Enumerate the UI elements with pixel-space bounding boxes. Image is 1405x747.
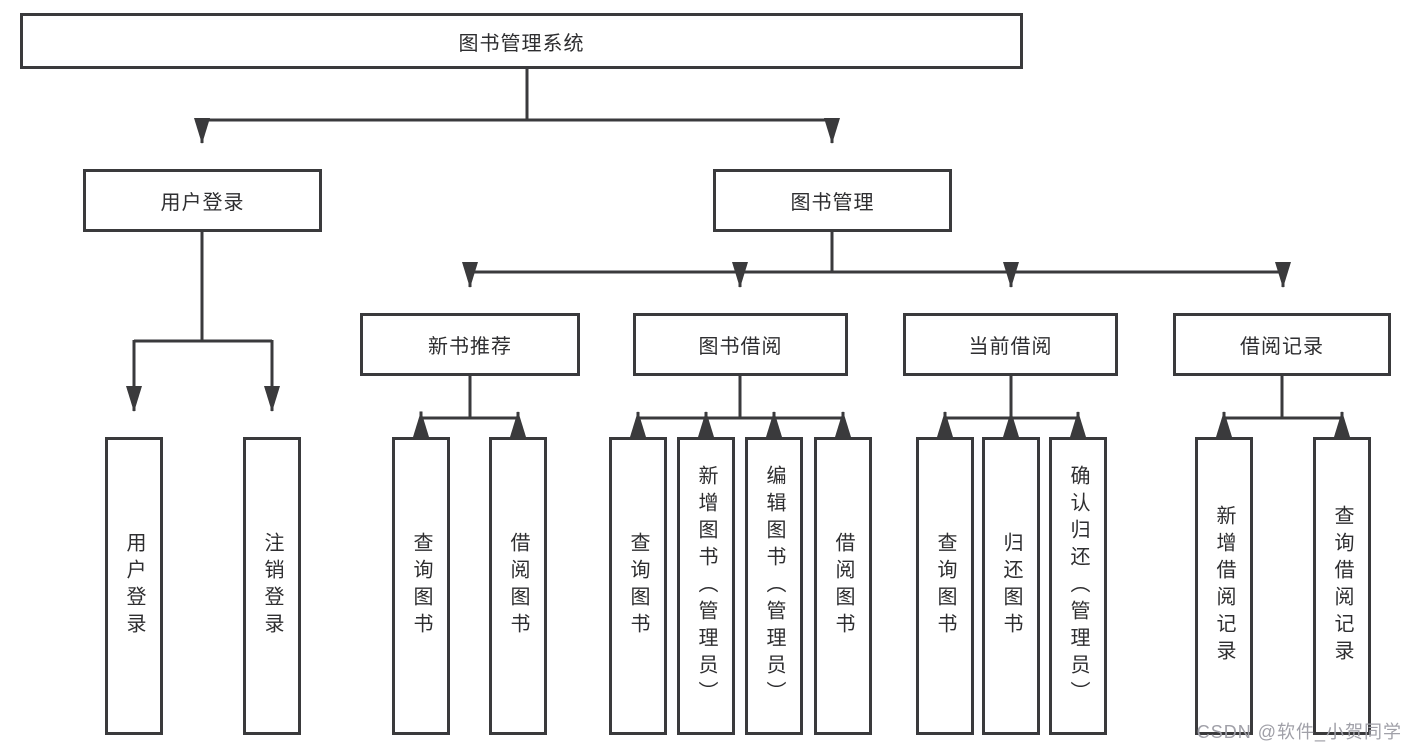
watermark-text: CSDN @软件_小贺同学 — [1196, 722, 1402, 742]
node-book-borrow-label: 图书借阅 — [698, 336, 783, 358]
node-user-login: 用户登录 — [83, 169, 322, 232]
leaf-query-borrow-record-label: 查询借阅记录 — [1331, 505, 1353, 667]
leaf-edit-books-admin: 编辑图书（管理员） — [745, 437, 803, 735]
node-borrow-records: 借阅记录 — [1173, 313, 1391, 376]
node-root-label: 图书管理系统 — [458, 32, 585, 55]
node-book-management-label: 图书管理 — [790, 192, 875, 214]
leaf-return-books-label: 归还图书 — [1000, 532, 1022, 640]
leaf-query-books-recommend: 查询图书 — [392, 437, 450, 735]
leaf-logout-label: 注销登录 — [261, 532, 283, 640]
leaf-query-books-borrow-label: 查询图书 — [627, 532, 649, 640]
leaf-query-books-borrow: 查询图书 — [609, 437, 667, 735]
leaf-add-books-admin: 新增图书（管理员） — [677, 437, 735, 735]
leaf-query-books-current-label: 查询图书 — [934, 532, 956, 640]
leaf-logout: 注销登录 — [243, 437, 301, 735]
node-current-borrow-label: 当前借阅 — [968, 336, 1053, 358]
leaf-user-login-label: 用户登录 — [123, 532, 145, 640]
leaf-edit-books-admin-label: 编辑图书（管理员） — [763, 464, 785, 708]
leaf-user-login: 用户登录 — [105, 437, 163, 735]
leaf-return-books: 归还图书 — [982, 437, 1040, 735]
leaf-borrow-books-recommend: 借阅图书 — [489, 437, 547, 735]
leaf-add-books-admin-label: 新增图书（管理员） — [695, 464, 717, 708]
node-book-management: 图书管理 — [713, 169, 952, 232]
leaf-confirm-return-admin-label: 确认归还（管理员） — [1067, 464, 1089, 708]
node-root: 图书管理系统 — [20, 13, 1023, 69]
node-new-book-recommend-label: 新书推荐 — [428, 336, 512, 358]
node-book-borrow: 图书借阅 — [633, 313, 848, 376]
node-borrow-records-label: 借阅记录 — [1240, 336, 1324, 358]
leaf-borrow-books-recommend-label: 借阅图书 — [507, 532, 529, 640]
leaf-add-borrow-record-label: 新增借阅记录 — [1213, 505, 1235, 667]
leaf-query-books-current: 查询图书 — [916, 437, 974, 735]
leaf-borrow-books: 借阅图书 — [814, 437, 872, 735]
node-new-book-recommend: 新书推荐 — [360, 313, 580, 376]
leaf-borrow-books-label: 借阅图书 — [832, 532, 854, 640]
node-current-borrow: 当前借阅 — [903, 313, 1118, 376]
leaf-add-borrow-record: 新增借阅记录 — [1195, 437, 1253, 735]
leaf-query-borrow-record: 查询借阅记录 — [1313, 437, 1371, 735]
leaf-confirm-return-admin: 确认归还（管理员） — [1049, 437, 1107, 735]
leaf-query-books-recommend-label: 查询图书 — [410, 532, 432, 640]
node-user-login-label: 用户登录 — [160, 192, 245, 214]
